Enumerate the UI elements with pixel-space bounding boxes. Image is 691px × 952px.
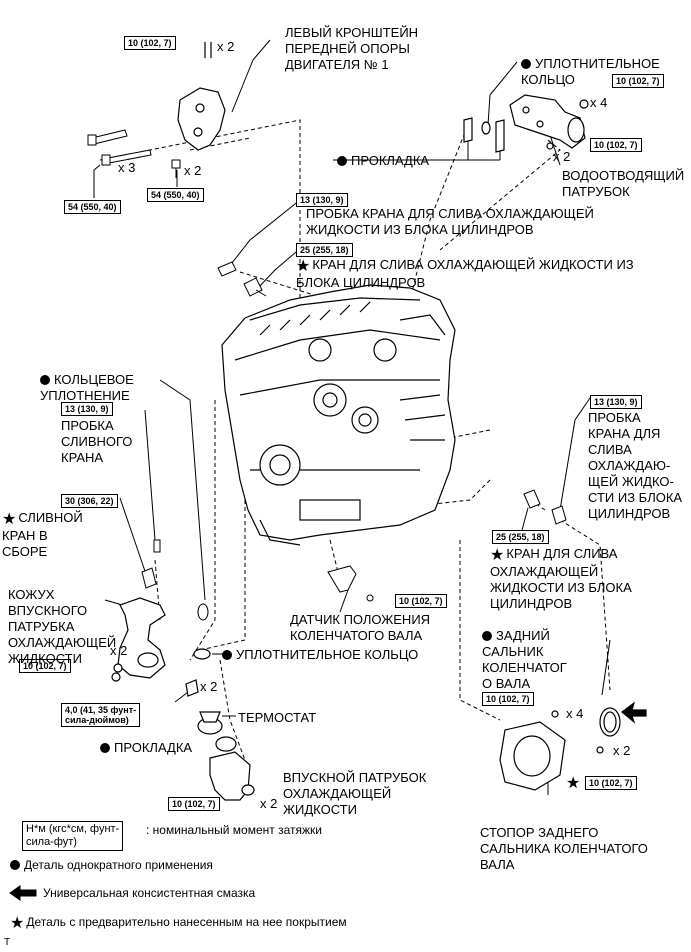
label-rear-seal-retainer: СТОПОР ЗАДНЕГО САЛЬНИКА КОЛЕНЧАТОГО ВАЛА — [480, 825, 648, 872]
label-drain-cock-assy: ★СЛИВНОЙ КРАН В СБОРЕ — [2, 510, 83, 559]
label-inlet-housing: КОЖУХ ВПУСКНОГО ПАТРУБКА ОХЛАЖДАЮЩЕЙ ЖИД… — [8, 587, 117, 666]
engine-mount-bracket — [177, 42, 226, 151]
torque-box: 10 (102, 7) — [612, 74, 664, 88]
qty-label: x 2 — [184, 163, 202, 178]
label-thermostat: ТЕРМОСТАТ — [238, 710, 317, 725]
qty-label: x 2 — [110, 643, 128, 658]
leader-plug-right — [559, 397, 591, 511]
torque-box: 54 (550, 40) — [147, 188, 204, 202]
label-coolant-inlet: ВПУСКНОЙ ПАТРУБОК ОХЛАЖДАЮЩЕЙ ЖИДКОСТИ — [283, 770, 427, 817]
label-oring: КОЛЬЦЕВОЕ УПЛОТНЕНИЕ — [40, 372, 134, 403]
left-block-drain-parts — [217, 261, 267, 297]
torque-box: 25 (255, 18) — [492, 530, 549, 544]
crank-sensor-part — [327, 565, 374, 602]
qty-label: x 2 — [553, 149, 571, 164]
legend-unit-box: Н*м (кгс*см, фунт- сила-фут) — [22, 821, 124, 851]
leader-cock-left — [257, 251, 297, 289]
legend-non-reusable: Деталь однократного применения — [10, 858, 213, 872]
thermostat-parts — [197, 711, 255, 801]
rear-seal-parts — [499, 701, 647, 791]
qty-label: x 2 — [217, 39, 235, 54]
leader-drain-plug — [144, 409, 156, 541]
torque-box: 10 (102, 7) — [124, 36, 176, 50]
leader-drain-cock — [119, 497, 149, 581]
label-bracket: ЛЕВЫЙ КРОНШТЕЙН ПЕРЕДНЕЙ ОПОРЫ ДВИГАТЕЛЯ… — [285, 25, 419, 72]
label-seal-ring-top: УПЛОТНИТЕЛЬНОЕ КОЛЬЦО — [521, 56, 660, 87]
label-gasket-bottom: ПРОКЛАДКА — [100, 740, 192, 756]
qty-label: x 2 — [613, 743, 631, 758]
torque-box: 54 (550, 40) — [64, 200, 121, 214]
legend-precoated: ★Деталь с предварительно нанесенным на н… — [10, 915, 347, 932]
qty-label: x 2 — [260, 796, 278, 811]
engine-assembly — [221, 284, 456, 546]
star-marker: ★ — [566, 775, 581, 792]
label-cock-block-right: ★КРАН ДЛЯ СЛИВА ОХЛАЖДАЮЩЕЙ ЖИДКОСТИ ИЗ … — [490, 546, 632, 611]
bracket-bolts — [87, 129, 181, 178]
qty-label: x 4 — [590, 95, 608, 110]
leader-sensor — [339, 589, 349, 613]
legend-grease: Универсальная консистентная смазка — [43, 886, 256, 900]
torque-box: 10 (102, 7) — [395, 594, 447, 608]
label-cock-block-left: ★КРАН ДЛЯ СЛИВА ОХЛАЖДАЮЩЕЙ ЖИДКОСТИ ИЗ … — [296, 257, 634, 290]
leader-rear-seal — [601, 639, 611, 696]
leader-oring — [159, 379, 206, 601]
leader-bracket — [231, 39, 271, 113]
torque-box: 13 (130, 9) — [590, 395, 642, 409]
torque-box: 10 (102, 7) — [168, 797, 220, 811]
legend-unit-desc: : номинальный момент затяжки — [146, 823, 322, 837]
label-drain-plug: ПРОБКА СЛИВНОГО КРАНА — [61, 418, 133, 465]
torque-box: 10 (102, 7) — [19, 659, 71, 673]
label-gasket-top: ПРОКЛАДКА — [337, 153, 429, 169]
qty-label: x 4 — [566, 706, 584, 721]
right-block-drain-parts — [523, 489, 567, 525]
footer-code: T — [4, 937, 11, 948]
torque-box: 13 (130, 9) — [296, 193, 348, 207]
drain-cock-parts — [141, 539, 209, 621]
label-water-outlet: ВОДООТВОДЯЩИЙ ПАТРУБОК — [562, 168, 685, 199]
inlet-housing-part — [111, 597, 211, 697]
torque-box: 10 (102, 7) — [585, 776, 637, 790]
water-outlet-part — [463, 94, 589, 153]
qty-label: x 3 — [118, 160, 136, 175]
torque-box: 10 (102, 7) — [482, 692, 534, 706]
torque-box: 30 (306, 22) — [61, 494, 118, 508]
torque-box: 25 (255, 18) — [296, 243, 353, 257]
leader-water-outlet — [549, 134, 561, 166]
qty-label: x 2 — [200, 679, 218, 694]
label-plug-block-left: ПРОБКА КРАНА ДЛЯ СЛИВА ОХЛАЖДАЮЩЕЙ ЖИДКО… — [306, 206, 594, 237]
leader-plug-left — [227, 199, 301, 269]
label-rear-seal: ЗАДНИЙ САЛЬНИК КОЛЕНЧАТОГ О ВАЛА — [482, 628, 567, 691]
torque-box: 4,0 (41, 35 фунт- сила-дюймов) — [61, 703, 141, 727]
label-plug-block-right: ПРОБКА КРАНА ДЛЯ СЛИВА ОХЛАЖДАЮ- ЩЕЙ ЖИД… — [588, 410, 683, 521]
torque-box: 10 (102, 7) — [590, 138, 642, 152]
grease-legend-arrow — [9, 885, 37, 901]
leader-cock-right — [521, 507, 529, 531]
torque-box: 13 (130, 9) — [61, 402, 113, 416]
leader-seal-ring-top — [487, 61, 518, 126]
label-crank-sensor: ДАТЧИК ПОЛОЖЕНИЯ КОЛЕНЧАТОГО ВАЛА — [290, 612, 431, 643]
label-seal-ring-bottom: УПЛОТНИТЕЛЬНОЕ КОЛЬЦО — [222, 647, 418, 663]
